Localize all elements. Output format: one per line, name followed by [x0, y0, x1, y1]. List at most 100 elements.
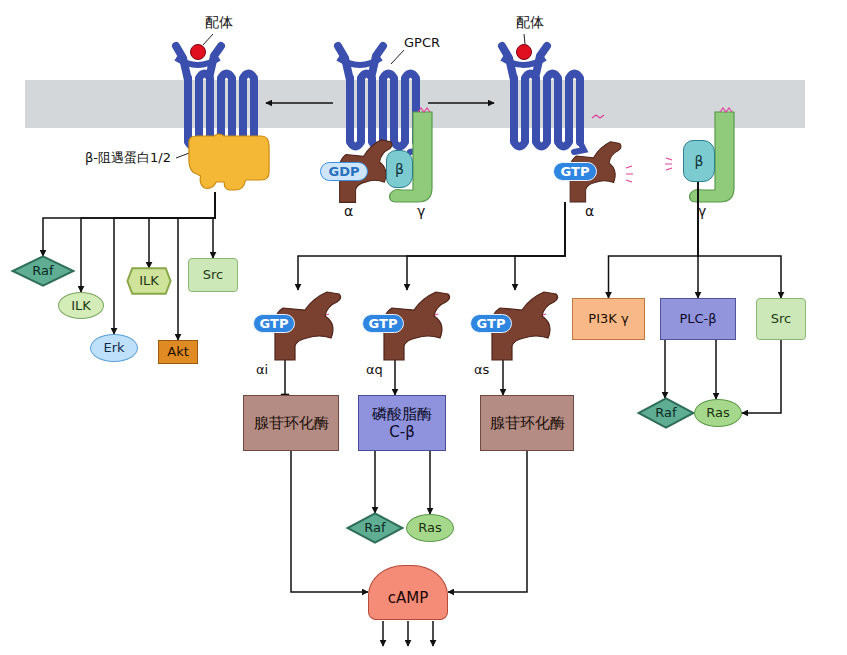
node-label: Ras	[418, 520, 442, 536]
node-label: GTP	[260, 316, 289, 332]
beta-subunit: β	[386, 150, 413, 188]
node-label: Raf	[32, 263, 53, 279]
ligand	[191, 45, 206, 60]
protein-box: 腺苷环化酶	[480, 395, 574, 451]
receptor-tail	[574, 142, 584, 152]
callout-label: 配体	[205, 14, 233, 30]
callout-label: α	[585, 203, 594, 219]
diamond-shape	[348, 513, 403, 542]
hex-shape	[127, 268, 170, 293]
arrow-connector	[43, 192, 215, 256]
node-label: 腺苷环化酶	[254, 414, 329, 432]
arrow-connector	[698, 182, 781, 298]
diamond-shape	[13, 256, 74, 285]
text-label: αq	[366, 362, 383, 377]
protein-oval: Erk	[90, 334, 138, 362]
node-label: GDP	[329, 164, 360, 180]
node-label: PI3K γ	[588, 311, 628, 327]
protein-hexagon: ILK	[127, 268, 171, 294]
activation-marks	[665, 158, 672, 170]
callout-label: α	[344, 203, 353, 219]
text-label: γ	[698, 203, 706, 219]
g-alpha-gtp: GTP	[362, 290, 452, 360]
text-label: 配体	[205, 14, 233, 32]
protein-box: Src	[756, 298, 806, 340]
gtp-pill: GTP	[253, 314, 295, 333]
receptor-cup	[338, 58, 381, 65]
arrestin-shape: β-阻遇蛋白1/2	[185, 132, 273, 192]
node-label: Raf	[655, 405, 676, 421]
second-messenger: cAMP	[368, 565, 448, 620]
text-label: GPCR	[404, 35, 440, 50]
protein-oval: ILK	[58, 292, 104, 319]
node-label: β	[695, 153, 704, 170]
lipid-anchor	[720, 108, 732, 112]
arrow-connector	[149, 192, 215, 268]
arrow-connector	[448, 451, 527, 592]
lipid-anchors	[323, 108, 732, 330]
node-label: GTP	[369, 316, 398, 332]
node-label: Src	[203, 267, 223, 283]
arrow-connector	[291, 451, 368, 592]
output-arrow	[407, 621, 409, 646]
node-label: ILK	[139, 273, 159, 289]
arrow-connector	[609, 182, 699, 298]
g-alpha-gtp: GTP	[553, 140, 623, 202]
beta-subunit: β	[683, 140, 715, 182]
node-label: Ras	[706, 405, 730, 421]
protein-oval: Ras	[406, 514, 454, 542]
output-arrow	[382, 621, 384, 646]
text-label: γ	[417, 203, 425, 219]
protein-box: Akt	[158, 340, 198, 364]
arrow-connector	[742, 340, 781, 413]
receptor-helices	[514, 74, 580, 147]
output-arrow	[432, 621, 434, 646]
move-arrow	[428, 102, 494, 104]
leader-line	[524, 34, 525, 44]
callout-label: GPCR	[404, 35, 440, 50]
node-label: Akt	[167, 344, 189, 360]
arrow-connector	[429, 451, 431, 514]
gtp-pill: GTP	[470, 314, 512, 333]
receptor-helices	[350, 74, 416, 147]
arrestin-heading: β-阻遇蛋白1/2	[85, 150, 171, 166]
protein-box: 腺苷环化酶	[243, 395, 339, 451]
node-label: GTP	[477, 316, 506, 332]
leader-line	[391, 50, 404, 64]
protein-diamond: Raf	[638, 398, 694, 428]
lipid-anchor	[592, 115, 604, 118]
nucleotide-pill: GDP	[320, 162, 368, 182]
arrow-connector	[715, 340, 717, 399]
node-label: 磷酸脂酶 C-β	[365, 405, 439, 441]
node-label: 腺苷环化酶	[490, 414, 565, 432]
arrestin-body	[189, 134, 269, 190]
node-label: β	[395, 161, 404, 178]
arrow-connector	[407, 202, 565, 290]
protein-box: PLC-β	[660, 298, 736, 340]
g-alpha-gtp: GTP	[470, 290, 560, 360]
text-label: 配体	[516, 14, 544, 32]
leader-line	[203, 34, 213, 45]
callout-label: αq	[366, 362, 383, 377]
callout-label: γ	[417, 203, 425, 219]
protein-box: PI3K γ	[572, 298, 645, 340]
g-alpha-gtp: GTP	[253, 290, 343, 360]
text-label: αi	[256, 362, 268, 377]
gtp-pill: GTP	[553, 162, 597, 181]
gtp-pill: GTP	[362, 314, 404, 333]
arrestin-outline	[185, 132, 273, 192]
arrow-connector	[374, 451, 376, 513]
callout-label: αi	[256, 362, 268, 377]
callout-label: 配体	[516, 14, 544, 30]
text-label: α	[344, 203, 353, 219]
callout-label: γ	[698, 203, 706, 219]
arrow-connector	[394, 360, 396, 395]
arrow-connector	[298, 202, 565, 290]
inhibition-connector	[284, 360, 286, 395]
node-label: cAMP	[388, 589, 429, 607]
lipid-anchor	[418, 108, 430, 112]
arrow-connector	[515, 202, 565, 290]
node-label: Raf	[364, 520, 385, 536]
arrow-connector	[502, 360, 504, 395]
text-label: αs	[474, 362, 489, 377]
